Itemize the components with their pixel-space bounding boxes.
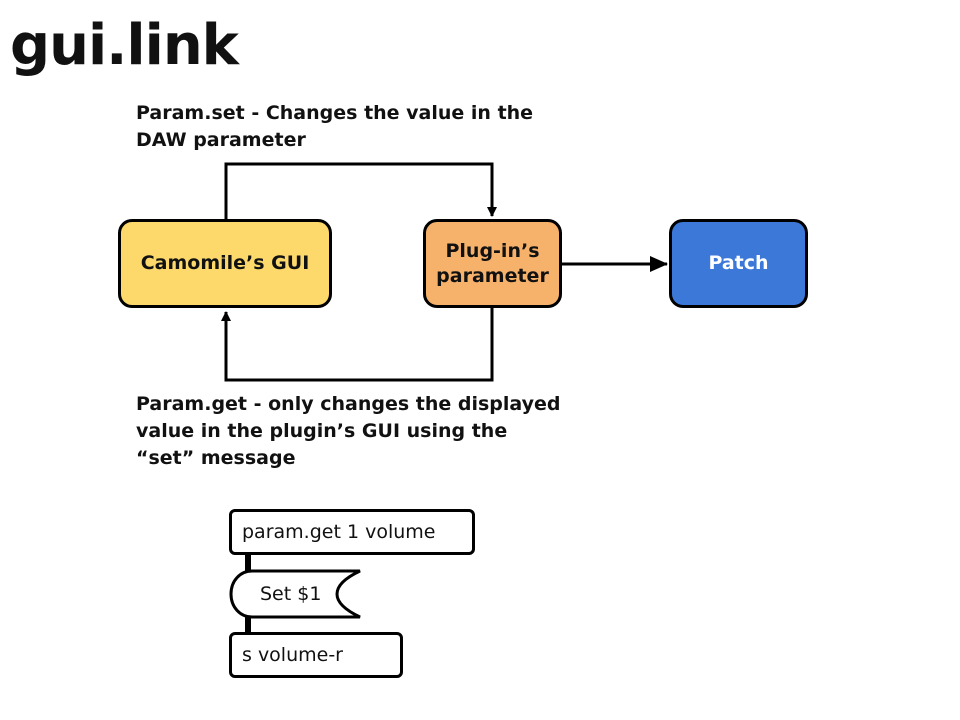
param-get-arrow — [221, 308, 494, 382]
param-get-object[interactable]: param.get 1 volume — [229, 509, 475, 555]
param-set-arrow — [224, 162, 497, 219]
set-message-box[interactable] — [229, 569, 361, 619]
patch-node: Patch — [669, 219, 808, 308]
param-set-caption: Param.set - Changes the value in the DAW… — [136, 102, 534, 151]
param-get-caption: Param.get - only changes the displayed v… — [136, 393, 561, 469]
page-title: gui.link — [10, 13, 239, 78]
send-object[interactable]: s volume-r — [229, 632, 403, 678]
plugin-parameter-node: Plug-in’s parameter — [423, 219, 562, 308]
set-message-label: Set $1 — [260, 583, 322, 605]
camomile-gui-node: Camomile’s GUI — [118, 219, 332, 308]
